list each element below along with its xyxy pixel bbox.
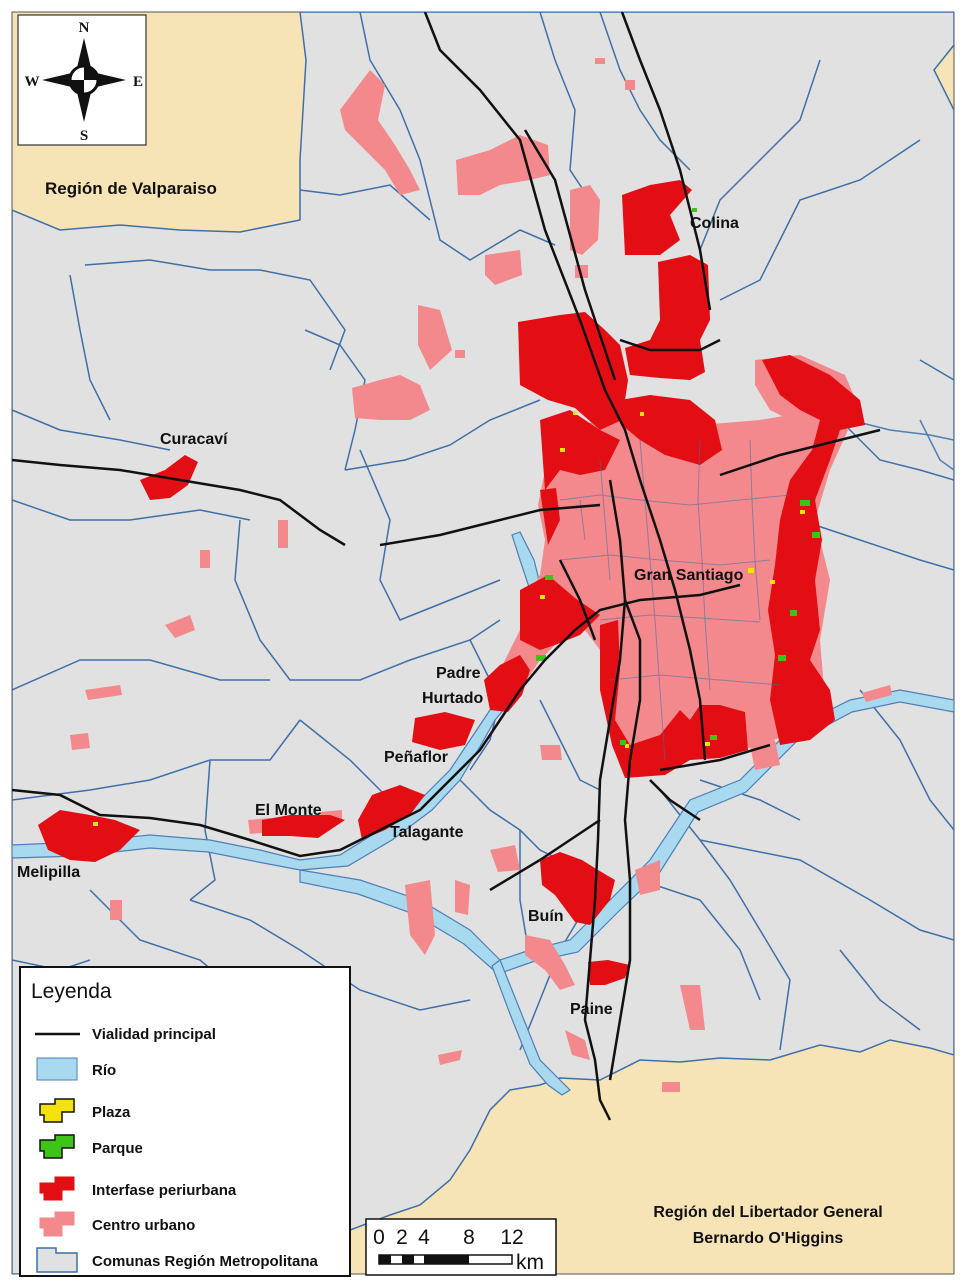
region-ohiggins-label-1: Región del Libertador General (653, 1204, 882, 1221)
legend-comuna-symbol (36, 1247, 78, 1273)
scale-tick-12: 12 (500, 1226, 523, 1249)
place-padre: Padre (436, 665, 481, 682)
plaza-areas (93, 411, 805, 826)
centro-urbano-areas (70, 58, 892, 1092)
main-roads (12, 12, 881, 1121)
place-curacavi: Curacaví (160, 431, 228, 448)
legend-item-road: Vialidad principal (92, 1026, 216, 1043)
river-east (849, 419, 954, 471)
compass-rose-icon: N S E W (17, 14, 147, 146)
place-hurtado: Hurtado (422, 690, 484, 707)
legend-item-comuna: Comunas Región Metropolitana (92, 1253, 319, 1270)
place-penaflor: Peñaflor (384, 749, 448, 766)
scale-bar: 0 2 4 8 12 km (365, 1218, 557, 1276)
legend: Leyenda Vialidad principal Río Plaza Par… (19, 966, 351, 1277)
place-el-monte: El Monte (255, 802, 322, 819)
legend-item-river: Río (92, 1062, 116, 1079)
legend-centro-symbol (39, 1211, 75, 1237)
place-melipilla: Melipilla (17, 864, 80, 881)
place-paine: Paine (570, 1001, 613, 1018)
region-ohiggins-label-2: Bernardo O'Higgins (693, 1230, 844, 1247)
legend-title: Leyenda (31, 980, 112, 1003)
scale-unit: km (516, 1251, 544, 1274)
scale-tick-8: 8 (463, 1226, 475, 1249)
scale-tick-2: 2 (396, 1226, 408, 1249)
scale-tick-0: 0 (373, 1226, 385, 1249)
region-valparaiso-label: Región de Valparaiso (45, 179, 217, 198)
legend-item-parque: Parque (92, 1140, 143, 1157)
compass-n: N (79, 20, 90, 36)
region-metropolitana (12, 12, 954, 1274)
legend-river-symbol (36, 1057, 78, 1081)
compass-w: W (25, 74, 40, 90)
legend-plaza-symbol (39, 1098, 75, 1123)
legend-parque-symbol (39, 1134, 75, 1159)
place-talagante: Talagante (390, 824, 464, 841)
scale-tick-4: 4 (418, 1226, 430, 1249)
place-gran-santiago: Gran Santiago (634, 567, 744, 584)
legend-item-interfase: Interfase periurbana (92, 1182, 237, 1199)
compass-s: S (80, 128, 88, 144)
legend-interfase-symbol (39, 1176, 75, 1201)
place-colina: Colina (690, 215, 739, 232)
legend-item-plaza: Plaza (92, 1104, 131, 1121)
legend-item-centro: Centro urbano (92, 1217, 195, 1234)
parque-areas (536, 208, 820, 745)
compass-e: E (133, 74, 143, 90)
place-buin: Buín (528, 908, 564, 925)
gran-santiago-comunas (559, 439, 791, 761)
